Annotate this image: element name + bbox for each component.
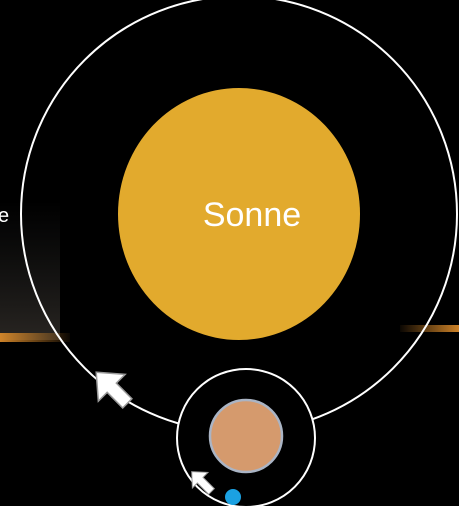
sun-label: Sonne xyxy=(203,196,301,234)
earth xyxy=(210,400,282,472)
moon xyxy=(225,489,241,505)
cropped-text: e xyxy=(0,205,9,227)
horizon-glow-right xyxy=(400,325,459,332)
orbit-direction-arrow-icon xyxy=(83,359,141,417)
